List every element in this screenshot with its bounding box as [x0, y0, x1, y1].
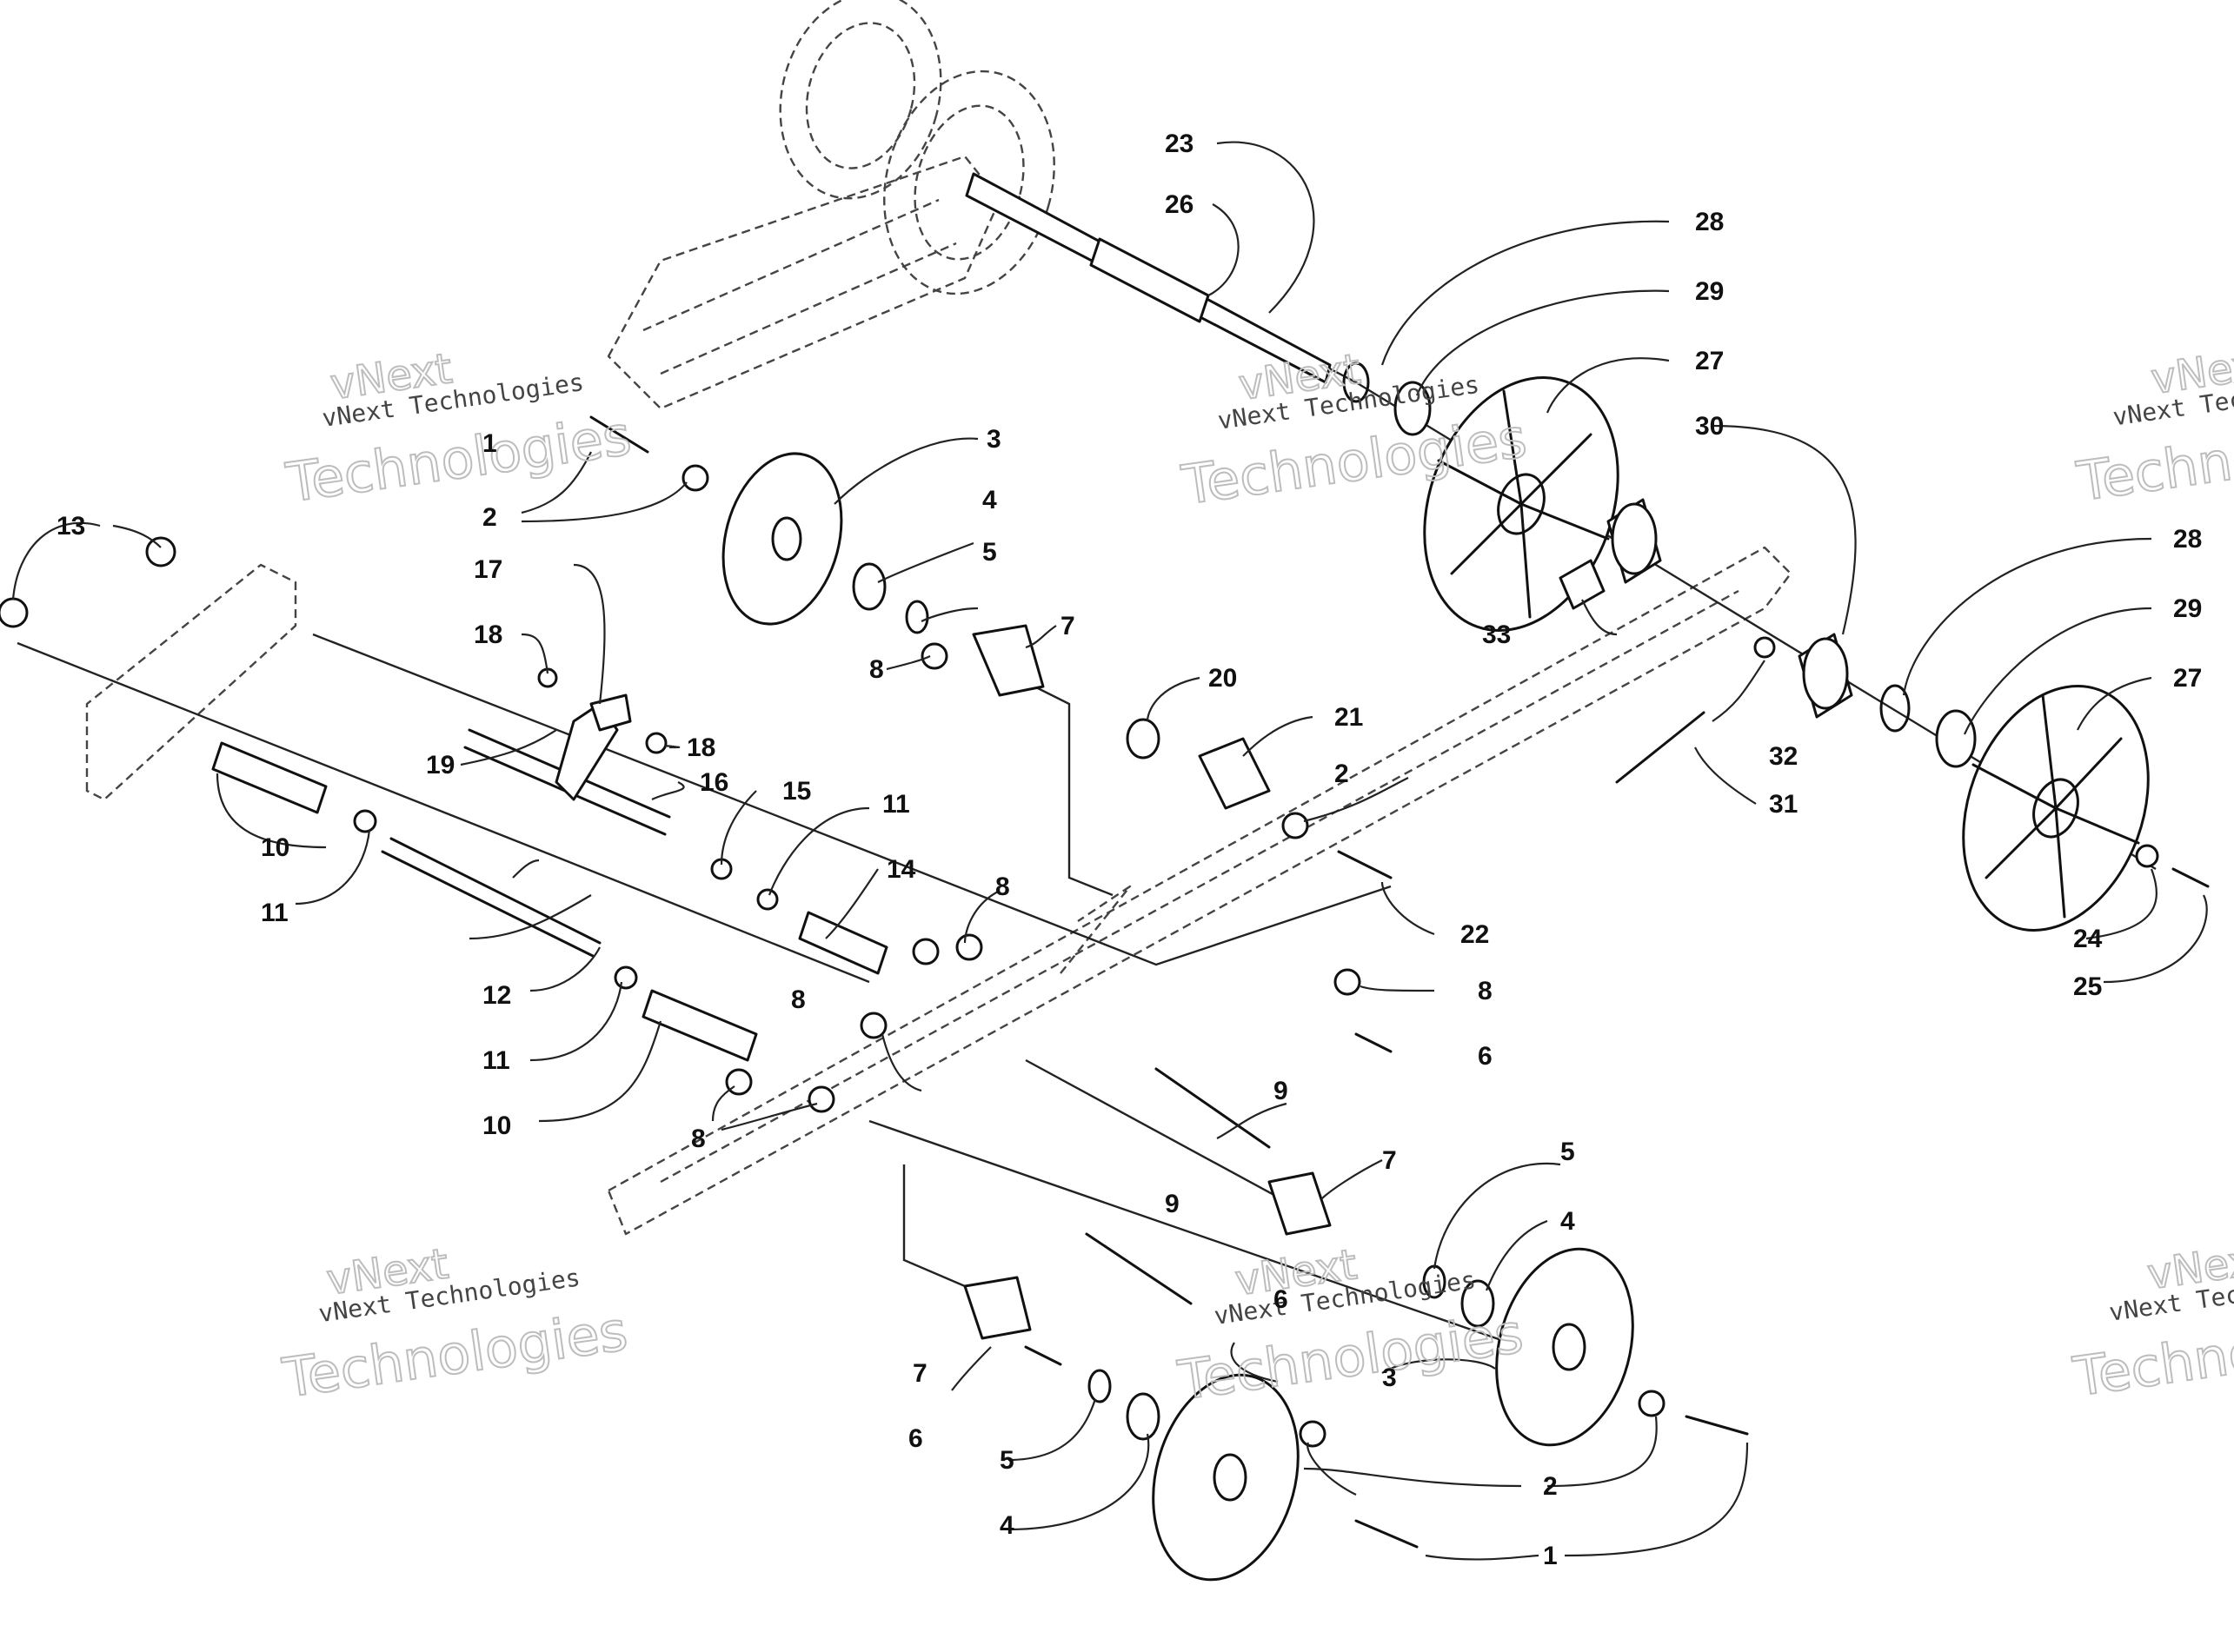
- callout-28: 28: [2173, 525, 2202, 554]
- snap-ring-28-lower: [1879, 684, 1911, 733]
- watermark-bottom-left: vNext vNext Technologies Technologies: [278, 1238, 633, 1410]
- callout-7: 7: [1060, 612, 1075, 640]
- watermark-bottom-center: vNext vNext Technologies Technologies: [1174, 1239, 1528, 1413]
- bolts: [589, 415, 2210, 1549]
- rear-wheel-lower: [1962, 685, 2150, 932]
- callout-10: 10: [261, 833, 289, 862]
- phantom-left-rail: [85, 563, 297, 801]
- callout-21: 21: [1334, 703, 1363, 732]
- callout-12: 12: [482, 981, 511, 1010]
- callout-2: 2: [1543, 1472, 1558, 1501]
- leader-lines: [11, 141, 2208, 1561]
- callout-11: 11: [261, 899, 289, 927]
- axle-blocks: [963, 624, 1332, 1340]
- callout-1: 1: [1543, 1542, 1558, 1570]
- callout-8: 8: [869, 655, 884, 684]
- upper-arm-axis: [312, 633, 1392, 966]
- callout-11: 11: [882, 790, 910, 819]
- front-shock-axis: [17, 641, 870, 984]
- callout-13: 13: [57, 512, 85, 541]
- callout-9: 9: [1165, 1190, 1180, 1218]
- idler-wheel-bottom-right: [1495, 1247, 1634, 1447]
- phantom-rear-rail: [607, 155, 1001, 410]
- rear-wheel-axis-left: [1016, 676, 1114, 897]
- callout-6: 6: [1273, 1285, 1288, 1314]
- callout-10: 10: [482, 1111, 511, 1140]
- callout-8: 8: [691, 1125, 706, 1153]
- bearing-spacer-29-lower: [1935, 709, 1977, 768]
- callout-11: 11: [482, 1046, 510, 1075]
- callout-1: 1: [482, 429, 497, 458]
- adjuster-block-33: [1559, 559, 1606, 610]
- callout-25: 25: [2073, 972, 2102, 1001]
- callout-17: 17: [474, 555, 502, 584]
- callout-29: 29: [1695, 277, 1724, 306]
- callout-8: 8: [995, 872, 1010, 901]
- callout-23: 23: [1165, 129, 1193, 158]
- phantom-idler-wheel-left: [779, 0, 942, 200]
- callout-33: 33: [1482, 620, 1511, 649]
- bearings: [852, 562, 1495, 1441]
- callout-18: 18: [474, 620, 502, 649]
- callout-16: 16: [700, 768, 728, 797]
- snap-ring-28-upper: [1342, 362, 1370, 403]
- callout-4: 4: [1000, 1511, 1014, 1540]
- phantom-right-rail: [607, 546, 1792, 1236]
- callout-14: 14: [887, 855, 916, 884]
- rear-hub-upper: [1606, 498, 1662, 584]
- rear-wheel-upper: [1423, 376, 1619, 632]
- watermark-top-right: vNext vNext Technologies Technologies: [2072, 338, 2234, 514]
- callout-2: 2: [482, 503, 497, 532]
- callout-19: 19: [426, 751, 455, 780]
- callout-30: 30: [1695, 412, 1724, 441]
- phantom-idler-wheel-right: [883, 70, 1055, 295]
- bearing-spacer-29-upper: [1393, 381, 1432, 436]
- callout-29: 29: [2173, 594, 2202, 623]
- callout-24: 24: [2073, 925, 2103, 953]
- callout-6: 6: [1478, 1042, 1493, 1071]
- callout-4: 4: [1560, 1207, 1575, 1236]
- watermark-bottom-right: vNext vNext Technologies Technologies: [2068, 1233, 2234, 1410]
- callout-15: 15: [782, 777, 811, 806]
- callout-3: 3: [987, 425, 1001, 454]
- rear-axle: [965, 172, 1332, 384]
- callout-9: 9: [1273, 1077, 1288, 1105]
- callout-32: 32: [1769, 742, 1798, 771]
- idler-wheel-top: [721, 452, 843, 626]
- callout-4: 4: [982, 486, 997, 514]
- callout-27: 27: [2173, 664, 2202, 693]
- idler-wheel-bottom-left: [1152, 1373, 1300, 1582]
- callout-26: 26: [1165, 190, 1193, 219]
- callout-18: 18: [687, 733, 715, 762]
- callout-3: 3: [1382, 1363, 1397, 1392]
- callout-28: 28: [1695, 208, 1724, 236]
- callout-20: 20: [1208, 664, 1237, 693]
- callout-7: 7: [913, 1359, 928, 1388]
- callout-8: 8: [791, 985, 806, 1014]
- callout-31: 31: [1769, 790, 1798, 819]
- callout-22: 22: [1460, 920, 1489, 949]
- callout-2: 2: [1334, 760, 1349, 788]
- callout-5: 5: [1560, 1138, 1575, 1166]
- callout-27: 27: [1695, 347, 1724, 375]
- callout-labels: 23 26 28 29 27 30 33 32 31 28 29 27 24 2…: [57, 129, 2202, 1570]
- rear-hub-lower: [1798, 633, 1853, 719]
- pivot-arm: [555, 693, 632, 801]
- callout-8: 8: [1478, 977, 1493, 1005]
- callout-7: 7: [1382, 1146, 1397, 1175]
- front-wheel-axis-left: [902, 1164, 966, 1288]
- callout-5: 5: [1000, 1446, 1014, 1475]
- watermark-top-left: vNext vNext Technologies Technologies: [282, 343, 636, 515]
- lower-wheel-axis: [868, 1119, 1522, 1349]
- callout-5: 5: [982, 538, 997, 567]
- callout-6: 6: [908, 1424, 923, 1453]
- tubes: [211, 718, 1160, 1062]
